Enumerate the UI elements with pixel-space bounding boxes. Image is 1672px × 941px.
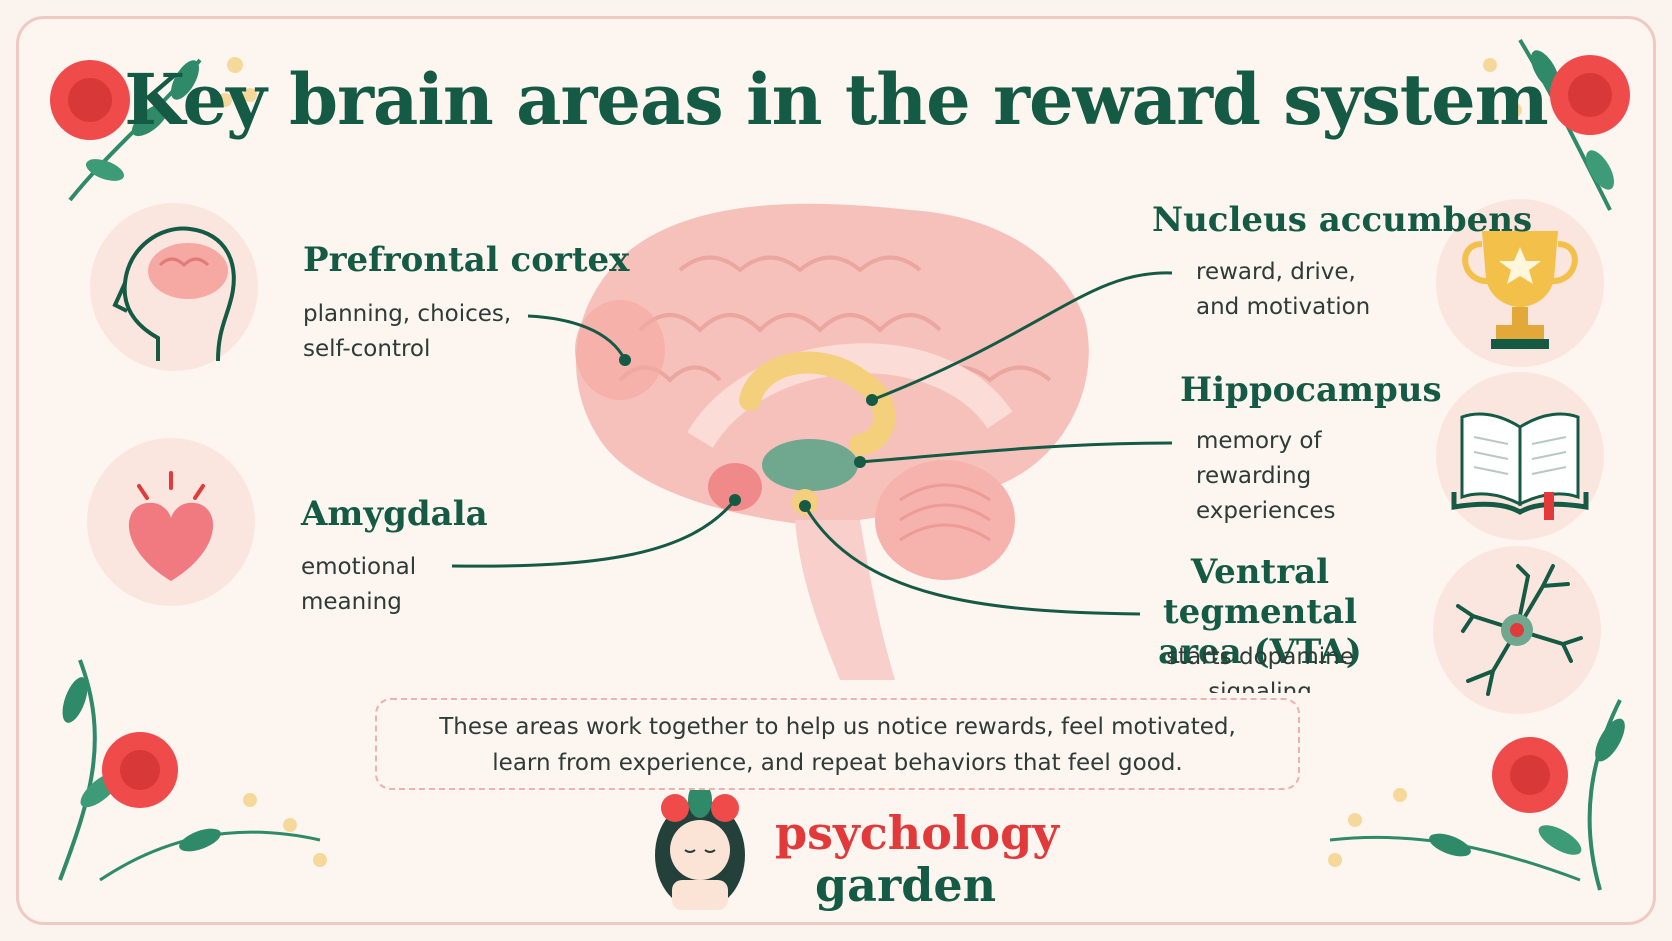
amygdala-desc-line1: emotional	[301, 554, 417, 580]
book-icon-circle	[1436, 372, 1604, 540]
nucleus-accumbens-label: Nucleus accumbens	[1152, 200, 1533, 240]
vta-description: starts dopamine signaling	[1130, 640, 1390, 693]
flower-top-left	[50, 57, 257, 202]
amygdala-desc-line2: meaning	[301, 589, 402, 615]
hippocampus-description: memory of rewarding experiences	[1196, 424, 1335, 529]
page-title: Key brain areas in the reward system	[124, 58, 1548, 141]
hippocampus-desc-line2: rewarding	[1196, 463, 1312, 489]
vta-leader-line	[803, 505, 1141, 616]
heart-icon	[128, 471, 214, 581]
prefrontal-cortex-label: Prefrontal cortex	[303, 240, 630, 280]
mascot-illustration	[655, 782, 745, 910]
prefrontal-cortex-description: planning, choices, self-control	[303, 297, 511, 367]
summary-line1: These areas work together to help us not…	[439, 714, 1236, 740]
amygdala-label: Amygdala	[301, 494, 488, 534]
heart-icon-circle	[87, 438, 255, 606]
trophy-icon-circle	[1436, 199, 1604, 367]
vta-label-line1: Ventral tegmental	[1162, 552, 1358, 632]
amygdala-leader-line	[451, 499, 737, 568]
nucleus-desc-line2: and motivation	[1196, 294, 1371, 320]
head-icon-circle	[90, 203, 258, 371]
hippocampus-desc-line3: experiences	[1196, 498, 1336, 524]
summary-note: These areas work together to help us not…	[375, 698, 1300, 790]
vta-desc-line1: starts dopamine	[1166, 644, 1354, 670]
brand-name-line2: garden	[815, 858, 997, 912]
prefrontal-desc-line2: self-control	[303, 336, 431, 362]
brand-name-line1: psychology	[775, 806, 1059, 860]
summary-line2: learn from experience, and repeat behavi…	[492, 750, 1183, 776]
amygdala-description: emotional meaning	[301, 550, 416, 620]
hippocampus-desc-line1: memory of	[1196, 428, 1322, 454]
hippocampus-leader-line	[859, 441, 1173, 464]
neuron-icon	[1456, 564, 1583, 696]
flower-bottom-right	[1328, 699, 1625, 891]
prefrontal-desc-line1: planning, choices,	[303, 301, 512, 327]
open-book-icon	[1451, 412, 1589, 520]
trophy-icon	[1462, 231, 1578, 349]
neuron-icon-circle	[1433, 546, 1601, 714]
prefrontal-leader-line	[527, 314, 627, 361]
flower-bottom-left	[58, 659, 327, 882]
vta-label-line2: area (VTA)	[1158, 632, 1362, 672]
vta-desc-line2: signaling	[1208, 679, 1312, 693]
hippocampus-label: Hippocampus	[1180, 370, 1442, 410]
nucleus-leader-line	[871, 271, 1173, 402]
vta-label: Ventral tegmental area (VTA)	[1110, 552, 1410, 672]
nucleus-accumbens-description: reward, drive, and motivation	[1196, 255, 1370, 325]
nucleus-desc-line1: reward, drive,	[1196, 259, 1356, 285]
head-brain-icon	[112, 226, 236, 362]
flower-top-right	[1483, 38, 1630, 211]
